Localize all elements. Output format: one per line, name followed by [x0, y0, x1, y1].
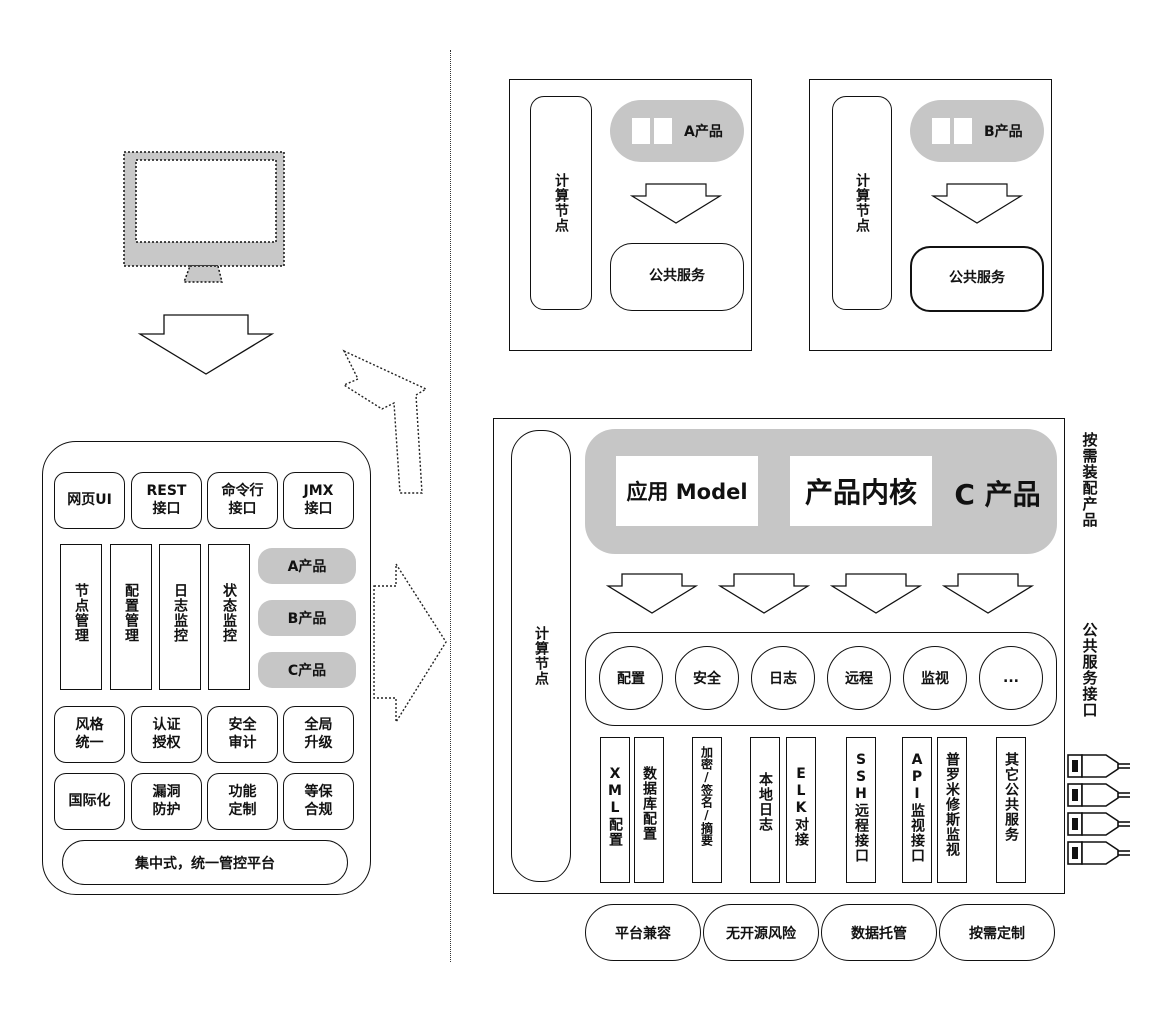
- node-management-column: 节点管理: [60, 544, 102, 690]
- on-demand-label: 按需装配产品: [1080, 432, 1099, 528]
- module-api-monitor: API监视接口: [902, 737, 932, 883]
- down-arrow-icon: [830, 573, 922, 614]
- plug-icon: [1067, 812, 1130, 836]
- rest-api-box: REST 接口: [131, 472, 202, 529]
- product-a-pill: A产品: [258, 548, 356, 584]
- down-arrow-icon: [137, 314, 275, 375]
- node-b-frame: [809, 79, 1052, 351]
- node-b-public-service: 公共服务: [910, 246, 1044, 312]
- jmx-box: JMX 接口: [283, 472, 354, 529]
- product-b-pill: B产品: [258, 600, 356, 636]
- no-open-source-risk-pill: 无开源风险: [703, 904, 819, 961]
- auth-box: 认证 授权: [131, 706, 202, 763]
- module-prometheus: 普罗米修斯监视: [937, 737, 967, 883]
- module-ssh: SSH远程接口: [846, 737, 876, 883]
- service-config-circle: 配置: [599, 646, 663, 710]
- down-arrow-icon: [718, 573, 810, 614]
- status-monitor-column: 状态监控: [208, 544, 250, 690]
- public-service-bar: [585, 632, 1057, 726]
- node-c-frame: [493, 418, 1065, 894]
- data-hosting-pill: 数据托管: [821, 904, 937, 961]
- on-demand-customize-pill: 按需定制: [939, 904, 1055, 961]
- service-log-circle: 日志: [751, 646, 815, 710]
- i18n-box: 国际化: [54, 773, 125, 830]
- service-more-circle: ...: [979, 646, 1043, 710]
- window-icon: [632, 118, 650, 144]
- down-arrow-icon: [931, 183, 1023, 224]
- window-icon: [654, 118, 672, 144]
- node-a-public-service: 公共服务: [610, 243, 744, 311]
- platform-pill: 集中式，统一管控平台: [62, 840, 348, 885]
- node-b-compute: 计算节点: [832, 96, 892, 310]
- plug-icon: [1067, 783, 1130, 807]
- window-icon: [932, 118, 950, 144]
- service-remote-circle: 远程: [827, 646, 891, 710]
- dotted-right-arrow-icon: [373, 561, 447, 725]
- module-other-services: 其它公共服务: [996, 737, 1026, 883]
- app-model-box: 应用 Model: [616, 456, 758, 526]
- service-monitor-circle: 监视: [903, 646, 967, 710]
- compliance-box: 等保 合规: [283, 773, 354, 830]
- module-local-log: 本地日志: [750, 737, 780, 883]
- dotted-up-arrow-icon: [342, 349, 428, 494]
- plug-icon: [1067, 754, 1130, 778]
- cli-box: 命令行 接口: [207, 472, 278, 529]
- node-a-product-pill: A产品: [610, 100, 744, 162]
- log-monitor-column: 日志监控: [159, 544, 201, 690]
- product-kernel-box: 产品内核: [790, 456, 932, 526]
- down-arrow-icon: [630, 183, 722, 224]
- platform-compatible-pill: 平台兼容: [585, 904, 701, 961]
- product-c-pill: C产品: [258, 652, 356, 688]
- management-platform-panel: [42, 441, 371, 895]
- customize-box: 功能 定制: [207, 773, 278, 830]
- down-arrow-icon: [942, 573, 1034, 614]
- module-db-config: 数据库配置: [634, 737, 664, 883]
- node-a-frame: [509, 79, 752, 351]
- window-icon: [954, 118, 972, 144]
- dotted-divider: [450, 50, 451, 962]
- service-security-circle: 安全: [675, 646, 739, 710]
- node-a-compute: 计算节点: [530, 96, 592, 310]
- style-unified-box: 风格 统一: [54, 706, 125, 763]
- config-management-column: 配置管理: [110, 544, 152, 690]
- c-product-label: C 产品: [954, 478, 1041, 511]
- vuln-protect-box: 漏洞 防护: [131, 773, 202, 830]
- node-c-compute: 计算节点: [511, 430, 571, 882]
- module-elk: ELK对接: [786, 737, 816, 883]
- module-xml-config: XML配置: [600, 737, 630, 883]
- global-upgrade-box: 全局 升级: [283, 706, 354, 763]
- plug-icon: [1067, 841, 1130, 865]
- public-api-label: 公共服务接口: [1080, 622, 1099, 718]
- web-ui-box: 网页UI: [54, 472, 125, 529]
- security-audit-box: 安全 审计: [207, 706, 278, 763]
- monitor-icon: [123, 151, 285, 283]
- module-crypto: 加密/签名/摘要: [692, 737, 722, 883]
- down-arrow-icon: [606, 573, 698, 614]
- node-b-product-pill: B产品: [910, 100, 1044, 162]
